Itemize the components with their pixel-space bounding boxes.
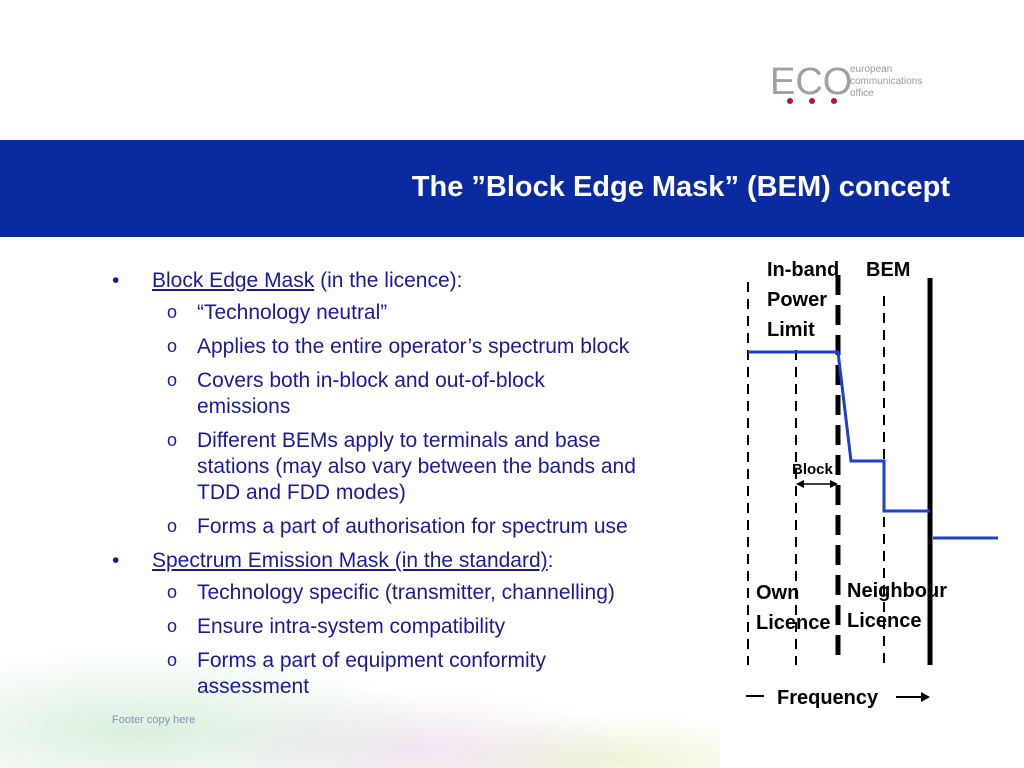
sub-bullet: Different BEMs apply to terminals and ba… <box>112 427 637 506</box>
block-edge-mask-link[interactable]: Block Edge Mask <box>152 269 315 292</box>
logo-dot-3 <box>831 98 837 104</box>
bullet1-rest: (in the licence): <box>314 269 463 292</box>
logo-line-2: communications <box>850 76 923 87</box>
footer-text: Footer copy here <box>112 714 196 726</box>
logo-dot-1 <box>787 98 793 104</box>
inband-power-limit-label: In-band Power Limit <box>767 255 839 345</box>
logo-line-1: european <box>850 64 893 75</box>
neighbour-line-1: Neighbour <box>847 580 947 602</box>
bullet-block-edge-mask: Block Edge Mask (in the licence): <box>112 268 732 294</box>
frequency-axis-label: Frequency <box>777 687 879 709</box>
logo-line-3: office <box>850 88 874 99</box>
frequency-arrow-head <box>921 692 930 702</box>
block-arrow-left-head <box>796 480 804 488</box>
neighbour-licence-label: Neighbour Licence <box>847 576 947 636</box>
neighbour-line-2: Licence <box>847 610 922 632</box>
block-label: Block <box>792 461 833 478</box>
own-licence-label: Own Licence <box>756 578 830 638</box>
sub-bullet: Forms a part of authorisation for spectr… <box>112 513 732 540</box>
sub-bullet: Covers both in-block and out-of-block em… <box>112 367 637 420</box>
inband-line-1: In-band <box>767 259 840 281</box>
sub-bullet: Applies to the entire operator’s spectru… <box>112 333 732 360</box>
sub-bullet: Ensure intra-system compatibility <box>112 613 732 640</box>
bem-label: BEM <box>866 259 911 281</box>
own-line-1: Own <box>756 582 800 604</box>
sub-bullet: Forms a part of equipment conformity ass… <box>112 647 637 700</box>
sub-bullet: Technology specific (transmitter, channe… <box>112 579 732 606</box>
logo-text: european communications office <box>850 64 922 100</box>
slide-title: The ”Block Edge Mask” (BEM) concept <box>411 171 950 203</box>
mask-line <box>748 350 930 513</box>
bullet-list: Block Edge Mask (in the licence): “Techn… <box>112 268 732 708</box>
bullet-spectrum-emission-mask: Spectrum Emission Mask (in the standard)… <box>112 548 732 574</box>
eco-logo: ECO <box>770 61 852 104</box>
own-line-2: Licence <box>756 612 831 634</box>
spectrum-emission-mask-link[interactable]: Spectrum Emission Mask (in the standard) <box>152 549 548 572</box>
logo-mark: ECO <box>770 61 852 103</box>
inband-line-3: Limit <box>767 319 815 341</box>
title-bar <box>0 140 1024 237</box>
block-arrow-right-head <box>830 480 838 488</box>
logo-dot-2 <box>809 98 815 104</box>
inband-line-2: Power <box>767 289 828 311</box>
sub-bullet: “Technology neutral” <box>112 299 732 326</box>
bullet2-rest: : <box>547 549 554 572</box>
